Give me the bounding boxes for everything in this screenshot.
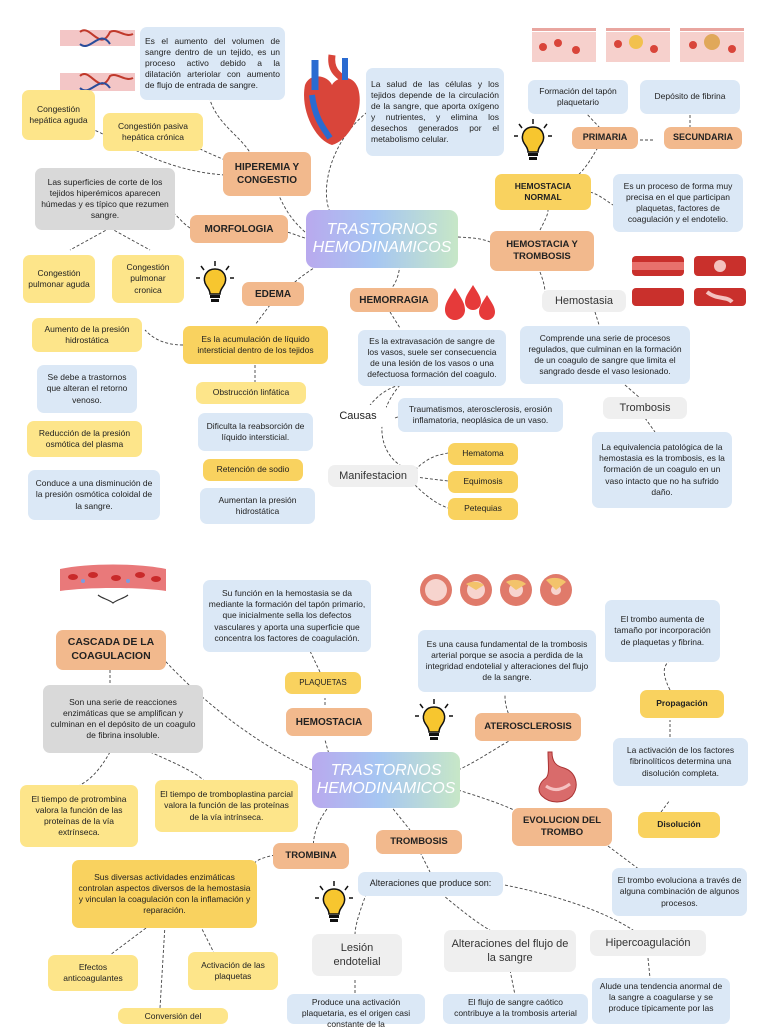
aterosclerosis-node: ATEROSCLEROSIS <box>475 713 581 741</box>
retencion-sodio: Retención de sodio <box>203 459 303 481</box>
congestion-hepatica-aguda: Congestión hepática aguda <box>22 90 95 140</box>
disolucion-node: Disolución <box>638 812 720 838</box>
causas-description: Traumatismos, aterosclerosis, erosión in… <box>398 398 563 432</box>
protrombina-description: El tiempo de protrombina valora la funci… <box>20 785 138 847</box>
produce-activacion-description: Produce una activación plaquetaria, es e… <box>287 994 425 1029</box>
hemostacia-node: HEMOSTACIA <box>286 708 372 736</box>
main-title-2: TRASTORNOS HEMODINAMICOS <box>312 752 460 808</box>
hemostasia-normal-node: HEMOSTACIA NORMAL <box>495 174 591 210</box>
proceso-description: Es un proceso de forma muy precisa en el… <box>613 174 743 232</box>
blood-vessel-illustration <box>60 29 135 92</box>
obstruccion-linfatica: Obstrucción linfática <box>196 382 306 404</box>
trombosis-node: TROMBOSIS <box>376 830 462 854</box>
lightbulb-icon <box>415 699 453 740</box>
hemostasia-trombosis-node: HEMOSTACIA Y TROMBOSIS <box>490 231 594 271</box>
trastornos-description: Se debe a trastornos que alteran el reto… <box>37 365 137 413</box>
equivalencia-description: La equivalencia patológica de la hemosta… <box>592 432 732 508</box>
hiperemia-definition: Es el aumento del volumen de sangre dent… <box>140 27 285 100</box>
morfologia-node: MORFOLOGIA <box>190 215 288 243</box>
conversion-item: Conversión del <box>118 1008 228 1024</box>
activacion-factores-description: La activación de los factores fibrinolít… <box>613 738 748 786</box>
superficies-description: Las superficies de corte de los tejidos … <box>35 168 175 230</box>
hemostasia-label: Hemostasia <box>542 290 626 312</box>
alteraciones-flujo-label: Alteraciones del flujo de la sangre <box>444 930 576 972</box>
evoluciona-description: El trombo evoluciona a través de alguna … <box>612 868 747 916</box>
main-title-1: TRASTORNOS HEMODINAMICOS <box>306 210 458 268</box>
manifestacion-label: Manifestacion <box>328 465 418 487</box>
deposito-fibrina: Depósito de fibrina <box>640 80 740 114</box>
flujo-caotico-description: El flujo de sangre caótico contribuye a … <box>443 994 588 1024</box>
plaquetas-node: PLAQUETAS <box>285 672 361 694</box>
actividades-description: Sus diversas actividades enzimáticas con… <box>72 860 257 928</box>
cascada-serie-description: Son una serie de reacciones enzimáticas … <box>43 685 203 753</box>
aumentan-presion: Aumentan la presión hidrostática <box>200 488 315 524</box>
plaquetas-funcion-description: Su función en la hemostasia se da median… <box>203 580 371 652</box>
congestion-pulmonar-cronica: Congestión pulmonar cronica <box>112 255 184 303</box>
trombosis-label: Trombosis <box>603 397 687 419</box>
hiperemia-node: HIPEREMIA Y CONGESTIO <box>223 152 311 196</box>
blood-drops-icon <box>445 285 495 320</box>
equimosis-item: Equimosis <box>448 471 518 493</box>
tromboplastina-description: El tiempo de tromboplastina parcial valo… <box>155 780 298 832</box>
salud-description: La salud de las células y los tejidos de… <box>366 68 504 156</box>
lightbulb-icon <box>196 261 234 302</box>
heart-illustration <box>304 54 360 145</box>
conduce-description: Conduce a una disminución de la presión … <box>28 470 160 520</box>
hemorragia-definition: Es la extravasación de sangre de los vas… <box>358 330 506 386</box>
evolucion-trombo-node: EVOLUCION DEL TROMBO <box>512 808 612 846</box>
alude-description: Alude una tendencia anormal de la sangre… <box>592 978 730 1024</box>
congestion-pulmonar-aguda: Congestión pulmonar aguda <box>23 255 95 303</box>
efectos-anticoagulantes: Efectos anticoagulantes <box>48 955 138 991</box>
dificulta-description: Dificulta la reabsorción de líquido inte… <box>198 413 313 451</box>
formacion-tapon: Formación del tapón plaquetario <box>528 80 628 114</box>
stomach-illustration <box>538 751 577 803</box>
hemostasis-stages-illustration <box>532 28 744 62</box>
causas-label: Causas <box>328 405 388 427</box>
hipercoagulacion-label: Hipercoagulación <box>590 930 706 956</box>
activacion-plaquetas: Activación de las plaquetas <box>188 952 278 990</box>
reduccion-presion-osmotica: Reducción de la presión osmótica del pla… <box>27 421 142 457</box>
hematoma-item: Hematoma <box>448 443 518 465</box>
petequias-item: Petequias <box>448 498 518 520</box>
edema-node: EDEMA <box>242 282 304 306</box>
propagacion-node: Propagación <box>640 690 724 718</box>
coagulation-cascade-illustration <box>60 564 166 604</box>
trombo-aumenta-description: El trombo aumenta de tamaño por incorpor… <box>605 600 720 662</box>
lesion-endotelial-label: Lesión endotelial <box>312 934 402 976</box>
hemorragia-node: HEMORRAGIA <box>350 288 438 312</box>
atherosclerosis-stages-illustration <box>420 574 572 606</box>
cascada-node: CASCADA DE LA COAGULACION <box>56 630 166 670</box>
aumento-presion-hidrostatica: Aumento de la presión hidrostática <box>32 318 142 352</box>
primaria-node: PRIMARIA <box>572 127 638 149</box>
secundaria-node: SECUNDARIA <box>664 127 742 149</box>
comprende-description: Comprende una serie de procesos regulado… <box>520 326 690 384</box>
edema-definition: Es la acumulación de líquido intersticia… <box>183 326 328 364</box>
trombina-node: TROMBINA <box>273 843 349 869</box>
causa-fundamental-description: Es una causa fundamental de la trombosis… <box>418 630 596 692</box>
congestion-pasiva-hepatica: Congestión pasiva hepática crónica <box>103 113 203 151</box>
vessel-injury-illustration <box>632 256 746 306</box>
lightbulb-icon <box>315 881 353 922</box>
lightbulb-icon <box>514 119 552 160</box>
alteraciones-produce-label: Alteraciones que produce son: <box>358 872 503 896</box>
